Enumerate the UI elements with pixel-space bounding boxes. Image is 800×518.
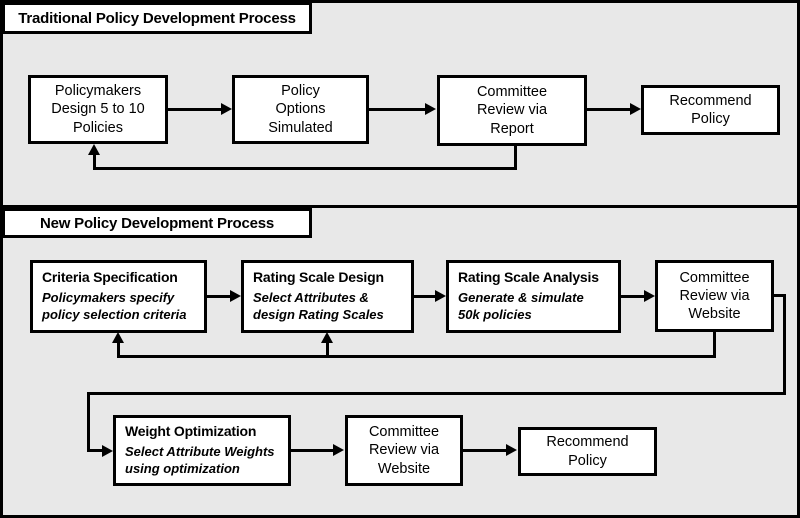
edge-n5-n6-line	[291, 449, 334, 452]
edge-n1-n2-arrowhead	[230, 289, 241, 302]
node-criteria-specification-title: Criteria Specification	[42, 268, 178, 285]
edge-n6-n7-line	[463, 449, 507, 452]
edge-n1-n2-line	[207, 295, 231, 298]
edge-t1-t2-line	[168, 108, 221, 111]
panel-title-traditional: Traditional Policy Development Process	[3, 3, 312, 34]
node-recommend-policy-traditional-title: Recommend Policy	[669, 92, 752, 127]
edge-n3-n4-arrowhead	[644, 289, 655, 302]
node-rating-scale-analysis[interactable]: Rating Scale Analysis Generate & simulat…	[446, 260, 621, 333]
edge-n4-feedback-seg-down	[713, 332, 716, 358]
edge-n4-n5-seg-down1	[783, 294, 786, 394]
node-committee-review-report-title: Committee Review via Report	[476, 84, 548, 137]
edge-n4-n5-seg-down2	[87, 392, 90, 451]
edge-t3-t1-arrowhead	[88, 144, 100, 155]
edge-n4-n5-seg-left	[87, 392, 786, 395]
node-committee-review-report[interactable]: Committee Review via Report	[437, 75, 587, 146]
edge-n4-n5-arrowhead	[102, 444, 113, 457]
node-committee-review-website-top-title: Committee Review via Website	[679, 269, 750, 323]
edge-t3-t1-seg-left	[93, 167, 517, 170]
node-weight-optimization-title: Weight Optimization	[125, 422, 257, 439]
node-committee-review-website-top[interactable]: Committee Review via Website	[655, 260, 774, 332]
edge-n6-n7-arrowhead	[506, 443, 517, 456]
node-weight-optimization-subtitle: Select Attribute Weights using optimizat…	[125, 444, 275, 477]
edge-n2-n3-arrowhead	[435, 289, 446, 302]
edge-t2-t3-arrowhead	[425, 102, 436, 115]
node-rating-scale-design-subtitle: Select Attributes & design Rating Scales	[253, 290, 384, 323]
edge-n4-n5-seg-right	[774, 294, 786, 297]
node-recommend-policy-new[interactable]: Recommend Policy	[518, 427, 657, 476]
edge-t3-t4-line	[587, 108, 630, 111]
node-criteria-specification[interactable]: Criteria Specification Policymakers spec…	[30, 260, 207, 333]
edge-t3-t4-arrowhead	[630, 102, 641, 115]
node-recommend-policy-new-title: Recommend Policy	[546, 434, 629, 469]
edge-n4-n2-arrowhead	[321, 332, 333, 343]
node-recommend-policy-traditional[interactable]: Recommend Policy	[641, 85, 780, 135]
panel-title-traditional-label: Traditional Policy Development Process	[18, 9, 296, 27]
edge-n4-n5-seg-right2	[87, 449, 103, 452]
panel-title-new: New Policy Development Process	[3, 208, 312, 238]
edge-t1-t2-arrowhead	[221, 102, 232, 115]
edge-n3-n4-line	[621, 295, 645, 298]
edge-t3-t1-seg-up	[93, 155, 96, 169]
node-policy-options-simulated-title: Policy Options Simulated	[268, 83, 333, 136]
edge-t2-t3-line	[369, 108, 425, 111]
node-policymakers-design[interactable]: Policymakers Design 5 to 10 Policies	[28, 75, 168, 144]
edge-n4-n2-seg-up	[326, 343, 329, 357]
edge-n4-n1-seg-up	[117, 343, 120, 357]
node-policy-options-simulated[interactable]: Policy Options Simulated	[232, 75, 369, 144]
node-rating-scale-design[interactable]: Rating Scale Design Select Attributes & …	[241, 260, 414, 333]
node-committee-review-website-bottom-title: Committee Review via Website	[368, 424, 440, 477]
edge-n5-n6-arrowhead	[333, 443, 344, 456]
node-rating-scale-design-title: Rating Scale Design	[253, 268, 384, 285]
node-committee-review-website-bottom[interactable]: Committee Review via Website	[345, 415, 463, 486]
node-policymakers-design-title: Policymakers Design 5 to 10 Policies	[51, 83, 145, 136]
panel-title-new-label: New Policy Development Process	[39, 214, 275, 232]
node-rating-scale-analysis-title: Rating Scale Analysis	[458, 268, 599, 285]
edge-t3-t1-seg-down	[514, 146, 517, 170]
node-rating-scale-analysis-subtitle: Generate & simulate 50k policies	[458, 290, 584, 323]
edge-n4-n1-arrowhead	[112, 332, 124, 343]
node-weight-optimization[interactable]: Weight Optimization Select Attribute Wei…	[113, 415, 291, 486]
panel-divider	[3, 205, 797, 208]
edge-n4-feedback-bus	[117, 355, 716, 358]
node-criteria-specification-subtitle: Policymakers specify policy selection cr…	[42, 290, 187, 323]
edge-n2-n3-line	[414, 295, 436, 298]
